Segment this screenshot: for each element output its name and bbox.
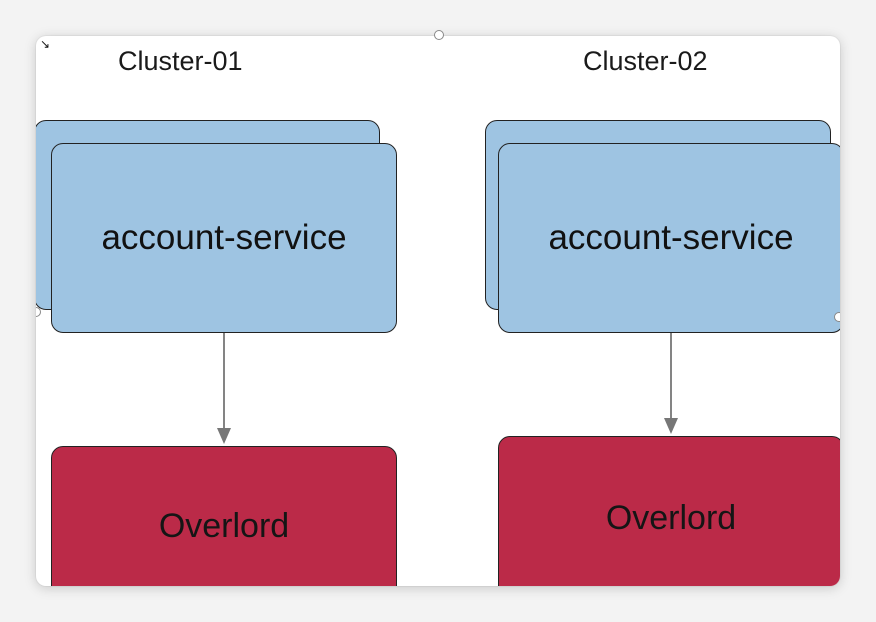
top-handle[interactable] <box>434 30 444 40</box>
edge-cluster-02[interactable] <box>664 333 678 434</box>
resize-icon[interactable]: ↘ <box>40 37 51 51</box>
cluster-02-title: Cluster-02 <box>583 46 708 76</box>
cluster-01-service-label: account-service <box>101 218 347 257</box>
cluster-01-service-node[interactable]: account-service <box>51 143 397 333</box>
arrowhead-cluster-02 <box>664 418 678 434</box>
diagram-canvas: ↘ Cluster-01 account-service Overlord Cl… <box>36 36 840 586</box>
edge-cluster-01[interactable] <box>217 333 231 444</box>
cluster-01-title: Cluster-01 <box>118 46 243 76</box>
cluster-01-overlord-node[interactable]: Overlord <box>51 446 397 586</box>
cluster-02-overlord-node[interactable]: Overlord <box>498 436 840 586</box>
cluster-02-overlord-label: Overlord <box>605 499 737 537</box>
cluster-02-service-node[interactable]: account-service <box>498 143 840 333</box>
cluster-02-service-label: account-service <box>548 218 794 257</box>
right-handle[interactable] <box>834 312 840 322</box>
cluster-01-overlord-label: Overlord <box>158 506 290 545</box>
arrowhead-cluster-01 <box>217 428 231 444</box>
edges-layer <box>217 333 678 444</box>
